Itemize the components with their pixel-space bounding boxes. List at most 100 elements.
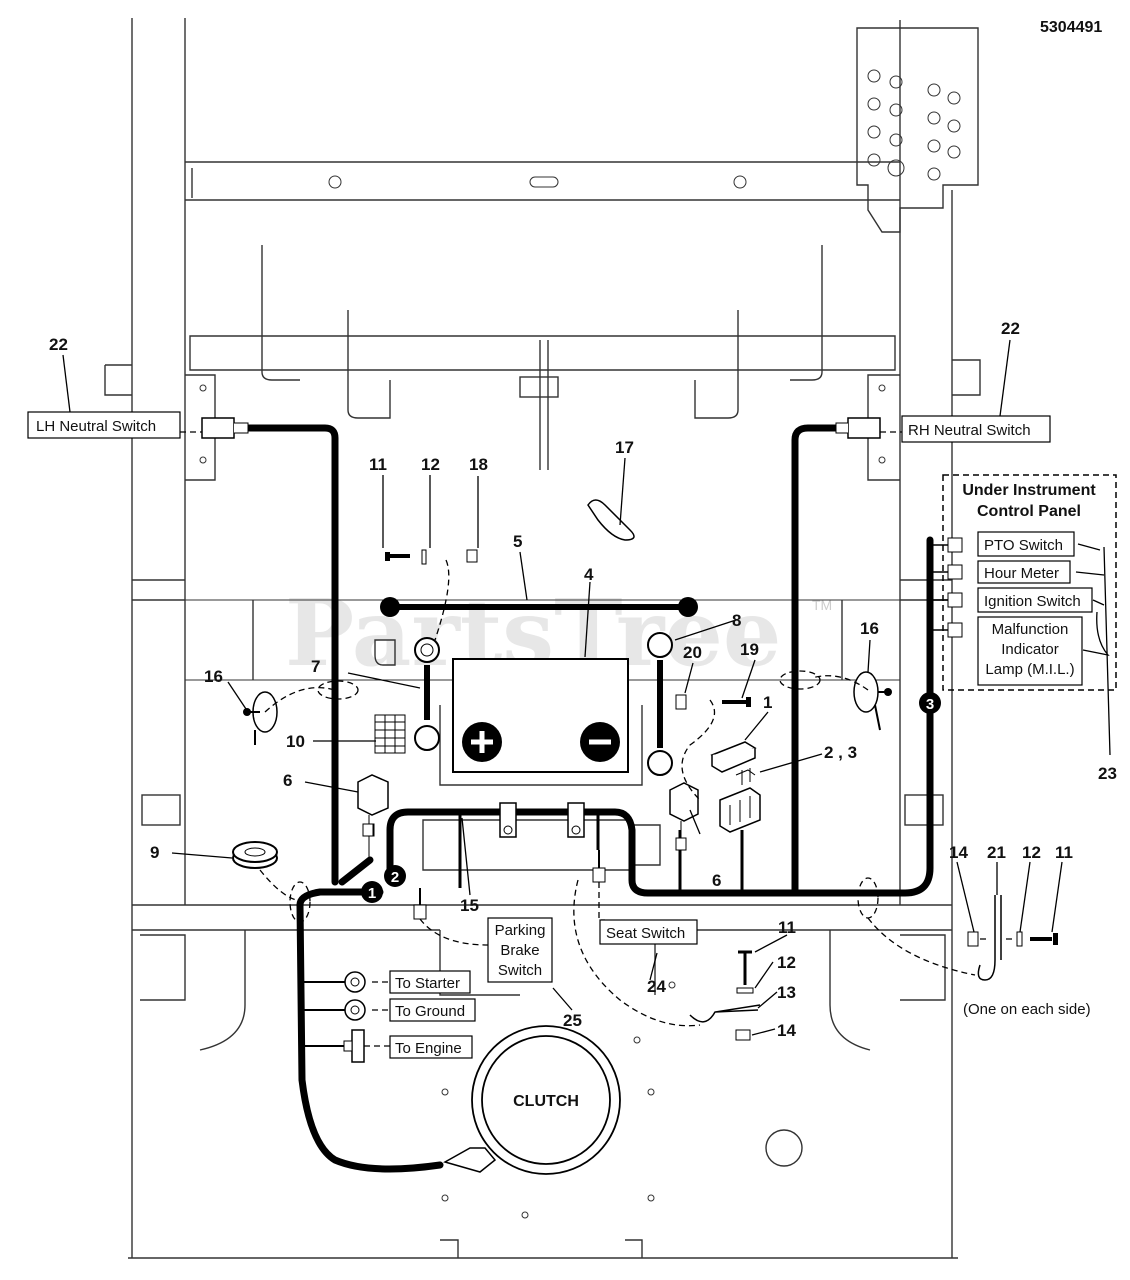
callout-7: 7 xyxy=(311,657,320,676)
svg-text:Switch: Switch xyxy=(498,962,542,979)
reference-lines xyxy=(180,431,1117,1047)
callout-17: 17 xyxy=(615,438,634,457)
to-starter-label: To Starter xyxy=(389,970,471,994)
svg-text:Hour Meter: Hour Meter xyxy=(984,565,1059,582)
svg-text:1: 1 xyxy=(368,885,376,902)
rh-neutral-switch-label: RH Neutral Switch xyxy=(901,415,1051,443)
callout-4: 4 xyxy=(584,565,594,584)
rh-connector xyxy=(847,417,881,439)
ignition-switch-label: Ignition Switch xyxy=(977,587,1093,613)
svg-text:2: 2 xyxy=(391,869,399,886)
lh-connector xyxy=(201,417,235,439)
parking-brake-switch-label: Parking Brake Switch xyxy=(487,917,553,983)
svg-text:RH Neutral Switch: RH Neutral Switch xyxy=(908,422,1031,439)
callout-14-bottom: 14 xyxy=(777,1021,796,1040)
callout-13: 13 xyxy=(777,983,796,1002)
seat-switch-label: Seat Switch xyxy=(599,919,698,945)
battery-cables xyxy=(374,632,673,776)
svg-text:Parking: Parking xyxy=(495,922,546,939)
callout-25: 25 xyxy=(563,1011,582,1030)
svg-text:LH Neutral Switch: LH Neutral Switch xyxy=(36,418,156,435)
wire-harness xyxy=(244,424,934,1173)
chassis-frame xyxy=(104,18,981,1259)
harness-clamps xyxy=(499,802,585,838)
callout-9: 9 xyxy=(150,843,159,862)
seat-connector xyxy=(592,867,606,883)
svg-text:PTO Switch: PTO Switch xyxy=(984,537,1063,554)
callout-16-left: 16 xyxy=(204,667,223,686)
circle-marker-3: 3 xyxy=(919,692,941,714)
fuse-holder xyxy=(710,741,761,833)
diagram-id: 5304491 xyxy=(1040,19,1102,36)
cable-clamp-right xyxy=(853,671,892,731)
leader-lines xyxy=(62,339,1111,1036)
svg-text:To Ground: To Ground xyxy=(395,1003,465,1020)
callout-12-top: 12 xyxy=(421,455,440,474)
watermark-tm: TM xyxy=(812,597,832,613)
callout-18: 18 xyxy=(469,455,488,474)
callout-11-right: 11 xyxy=(1055,843,1073,862)
callout-21: 21 xyxy=(987,843,1006,862)
panel-connectors xyxy=(930,537,963,638)
svg-text:Brake: Brake xyxy=(500,942,539,959)
bolt-hardware-top xyxy=(385,549,478,565)
callout-23: 23 xyxy=(1098,764,1117,783)
callout-16-right: 16 xyxy=(860,619,879,638)
svg-text:Malfunction: Malfunction xyxy=(992,621,1069,638)
callout-15: 15 xyxy=(460,896,479,915)
callout-11-top: 11 xyxy=(369,455,387,474)
svg-text:Lamp (M.I.L.): Lamp (M.I.L.) xyxy=(985,661,1074,678)
callout-2-3: 2 , 3 xyxy=(824,743,857,762)
svg-text:To Engine: To Engine xyxy=(395,1040,462,1057)
to-engine-label: To Engine xyxy=(389,1035,473,1059)
callout-19: 19 xyxy=(740,640,759,659)
bolt-hardware-side xyxy=(967,895,1058,981)
hour-meter-label: Hour Meter xyxy=(977,560,1071,584)
callout-6-left: 6 xyxy=(283,771,292,790)
svg-text:Control Panel: Control Panel xyxy=(977,503,1081,520)
callout-20: 20 xyxy=(683,643,702,662)
clutch-label: CLUTCH xyxy=(513,1093,579,1110)
callout-11-bottom: 11 xyxy=(778,918,796,937)
relay-right xyxy=(669,782,699,851)
callout-5: 5 xyxy=(513,532,522,551)
one-each-side-label: (One on each side) xyxy=(963,1001,1091,1018)
svg-text:3: 3 xyxy=(926,696,934,713)
callout-1: 1 xyxy=(763,693,772,712)
callout-22-left: 22 xyxy=(49,335,68,354)
svg-text:Ignition Switch: Ignition Switch xyxy=(984,593,1081,610)
svg-text:Indicator: Indicator xyxy=(1001,641,1059,658)
bolt-hardware-bottom xyxy=(689,950,761,1041)
callout-8: 8 xyxy=(732,611,741,630)
svg-text:To Starter: To Starter xyxy=(395,975,460,992)
circle-marker-1: 1 xyxy=(361,881,383,903)
callout-24: 24 xyxy=(647,977,666,996)
lh-neutral-switch-label: LH Neutral Switch xyxy=(27,411,181,439)
bolt-hardware-right xyxy=(675,694,751,710)
tie-strap xyxy=(587,499,635,541)
battery xyxy=(439,658,643,786)
clutch: CLUTCH xyxy=(471,1025,621,1175)
callout-10: 10 xyxy=(286,732,305,751)
callout-12-right: 12 xyxy=(1022,843,1041,862)
callout-6-right: 6 xyxy=(712,871,721,890)
svg-text:Seat Switch: Seat Switch xyxy=(606,925,685,942)
circle-marker-2: 2 xyxy=(384,865,406,887)
callout-22-right: 22 xyxy=(1001,319,1020,338)
callout-12-bottom: 12 xyxy=(777,953,796,972)
callout-14-right: 14 xyxy=(949,843,968,862)
harness-leads xyxy=(302,971,366,1063)
relay-left xyxy=(357,774,389,860)
to-ground-label: To Ground xyxy=(389,998,476,1022)
clutch-connector xyxy=(443,1147,497,1173)
mil-label: Malfunction Indicator Lamp (M.I.L.) xyxy=(977,616,1083,686)
grommet xyxy=(232,841,278,869)
control-panel-title: Under Instrument Control Panel xyxy=(962,482,1096,520)
svg-text:Under Instrument: Under Instrument xyxy=(962,482,1096,499)
parking-connector xyxy=(413,904,427,920)
pto-switch-label: PTO Switch xyxy=(977,531,1075,557)
fuse-block xyxy=(374,714,406,754)
callout-numbers: 22 22 11 12 18 17 5 4 8 20 19 1 2 , 3 7 … xyxy=(49,319,1117,1040)
cable-clamp-left xyxy=(243,691,278,745)
